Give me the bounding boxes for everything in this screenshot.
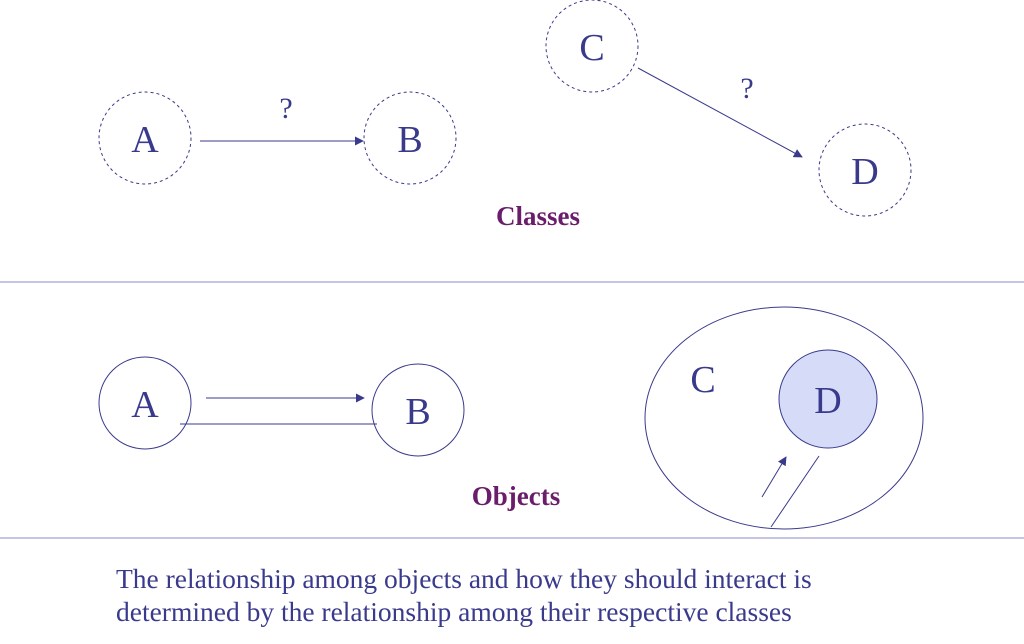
class-node-b: B bbox=[363, 91, 457, 185]
object-node-b-label: B bbox=[405, 391, 430, 433]
class-relation-a-b-label: ? bbox=[279, 92, 292, 125]
object-container-c: C bbox=[644, 306, 924, 530]
object-container-c-label: C bbox=[690, 359, 715, 401]
class-node-d: D bbox=[818, 123, 912, 217]
objects-heading: Objects bbox=[472, 481, 560, 511]
class-relation-c-d-label: ? bbox=[740, 72, 753, 105]
caption-line-1: The relationship among objects and how t… bbox=[116, 563, 812, 594]
class-node-d-label: D bbox=[851, 151, 878, 193]
caption-line-2: determined by the relationship among the… bbox=[116, 596, 792, 627]
classes-section: A B ? C D ? Classes bbox=[98, 0, 912, 231]
class-node-a: A bbox=[98, 91, 192, 185]
class-relation-c-d-arrow bbox=[637, 67, 803, 158]
containment-message-arrow bbox=[761, 456, 787, 498]
caption: The relationship among objects and how t… bbox=[116, 562, 1016, 628]
objects-section: A B C D Objects bbox=[98, 306, 924, 530]
class-node-b-label: B bbox=[397, 119, 422, 161]
object-node-a-label: A bbox=[131, 384, 159, 426]
containment-link-line bbox=[770, 455, 820, 528]
classes-heading: Classes bbox=[496, 201, 580, 231]
class-node-c: C bbox=[545, 0, 639, 93]
object-node-a: A bbox=[98, 356, 192, 450]
class-node-c-label: C bbox=[579, 27, 604, 69]
object-contained-d: D bbox=[778, 349, 878, 449]
class-node-a-label: A bbox=[131, 119, 159, 161]
object-contained-d-label: D bbox=[814, 380, 841, 422]
object-node-b: B bbox=[371, 363, 465, 457]
